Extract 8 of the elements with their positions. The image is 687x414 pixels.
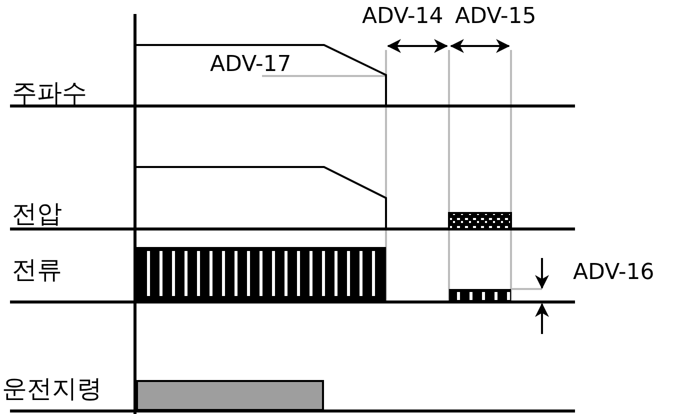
parameter-label: ADV-15 — [455, 6, 536, 28]
signal-name: 운전지령 — [2, 376, 102, 401]
signal-name: 전류 — [12, 257, 62, 282]
parameter-label: ADV-17 — [210, 54, 292, 76]
signal-name: 전압 — [12, 201, 62, 226]
signal-name: 주파수 — [12, 80, 87, 105]
parameter-label: ADV-16 — [573, 262, 654, 284]
parameter-label: ADV-14 — [362, 6, 444, 28]
